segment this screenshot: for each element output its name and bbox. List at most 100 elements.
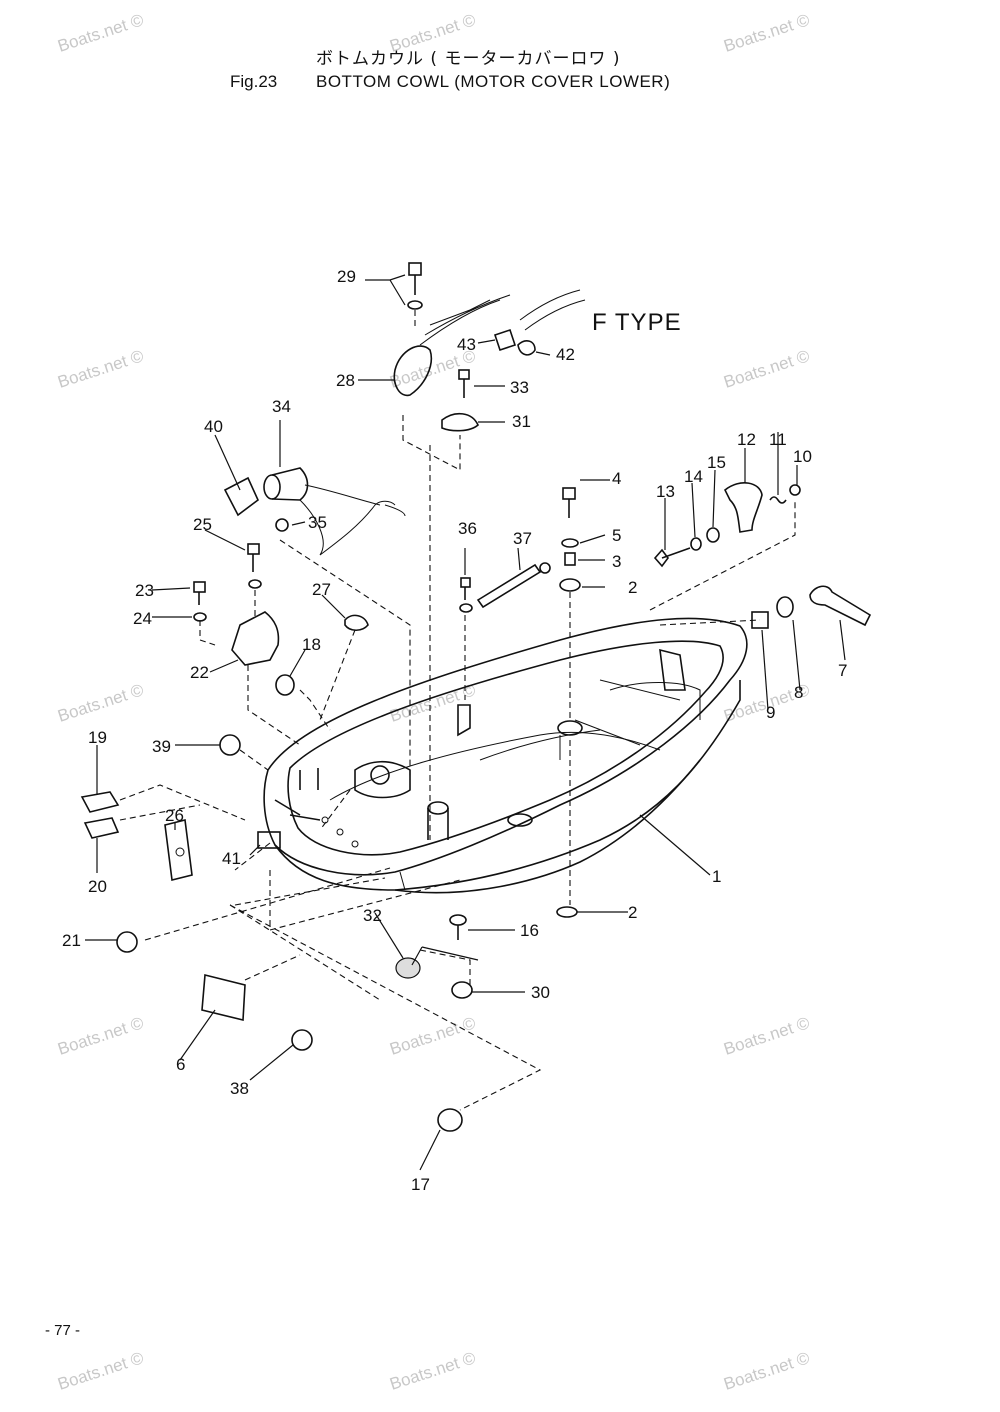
part-label-7: 7 [838, 661, 847, 680]
part-13-bolt [653, 547, 691, 568]
part-label-16: 16 [520, 921, 539, 940]
part-label-2: 2 [628, 903, 637, 922]
part-label-25: 25 [193, 515, 212, 534]
part-18-grommet [275, 674, 295, 696]
part-32-plug [395, 957, 421, 979]
part-label-6: 6 [176, 1055, 185, 1074]
part-label-3: 3 [612, 552, 621, 571]
part-label-38: 38 [230, 1079, 249, 1098]
figure-number: Fig.23 [230, 72, 278, 91]
part-21-plug [116, 931, 138, 953]
bottom-cowl-shell [263, 617, 748, 894]
part-6-label [201, 973, 246, 1022]
watermark-text: Boats.net © [721, 10, 812, 56]
watermark-text: Boats.net © [721, 346, 812, 392]
part-label-13: 13 [656, 482, 675, 501]
part-36-damper [476, 562, 551, 609]
part-35-nut [275, 518, 289, 532]
part-label-9: 9 [766, 703, 775, 722]
watermark-text: Boats.net © [55, 680, 146, 726]
part-14-washer [690, 537, 702, 551]
part-label-24: 24 [133, 609, 152, 628]
part-number-labels: 1223456789101112131415161718192021222324… [62, 267, 847, 1194]
part-label-26: 26 [165, 806, 184, 825]
part-37-screw [459, 577, 473, 613]
part-16-bolt [449, 914, 467, 940]
title-japanese: ボトムカウル ( モーターカバーロワ ) [316, 49, 621, 69]
part-34-switch [263, 467, 406, 556]
watermark-group: Boats.net © Boats.net © Boats.net © Boats.n… [55, 10, 812, 1394]
part-label-39: 39 [152, 737, 171, 756]
part-label-36: 36 [458, 519, 477, 538]
part-43-connector [493, 328, 517, 352]
leader-lines [85, 274, 846, 1171]
part-label-19: 19 [88, 728, 107, 747]
part-39-grommet [219, 734, 241, 756]
part-7-lever [809, 585, 872, 627]
watermark-text: Boats.net © [387, 10, 478, 56]
part-38-plug [291, 1029, 313, 1051]
part-10-washer [789, 484, 801, 496]
part-label-10: 10 [793, 447, 812, 466]
part-2-grommet-lower [556, 906, 578, 918]
part-23-bolt [193, 581, 206, 605]
part-label-42: 42 [556, 345, 575, 364]
part-29-bolt [407, 262, 423, 310]
part-label-12: 12 [737, 430, 756, 449]
title-english: BOTTOM COWL (MOTOR COVER LOWER) [316, 72, 671, 91]
part-8-nut [776, 596, 794, 618]
part-24-washer [193, 612, 207, 622]
part-label-33: 33 [510, 378, 529, 397]
part-label-20: 20 [88, 877, 107, 896]
part-label-43: 43 [457, 335, 476, 354]
part-11-spring [769, 496, 787, 504]
part-12-lever [723, 482, 763, 533]
part-label-30: 30 [531, 983, 550, 1002]
part-3-collar [564, 552, 576, 566]
part-17-plug [437, 1108, 463, 1132]
part-label-37: 37 [513, 529, 532, 548]
part-40-cover [223, 476, 259, 517]
part-label-22: 22 [190, 663, 209, 682]
part-label-4: 4 [612, 469, 621, 488]
part-label-28: 28 [336, 371, 355, 390]
part-5-washer [561, 538, 579, 548]
variant-label: F TYPE [592, 309, 682, 336]
part-label-17: 17 [411, 1175, 430, 1194]
page-number: - 77 - [45, 1322, 81, 1339]
part-label-32: 32 [363, 906, 382, 925]
part-25-bolt [247, 543, 262, 589]
part-label-11: 11 [769, 430, 787, 449]
watermark-text: Boats.net © [721, 1348, 812, 1394]
watermark-text: Boats.net © [55, 1013, 146, 1059]
part-label-31: 31 [512, 412, 531, 431]
part-41-block [257, 831, 281, 849]
watermark-text: Boats.net © [55, 346, 146, 392]
part-label-18: 18 [302, 635, 321, 654]
part-42-grommet [517, 340, 536, 356]
part-30-grommet [451, 981, 473, 999]
part-20-clamp [83, 817, 120, 839]
part-27-clip [344, 614, 369, 632]
watermark-text: Boats.net © [721, 1013, 812, 1059]
part-15-spacer [706, 527, 720, 543]
part-label-5: 5 [612, 526, 621, 545]
part-28-bracket [393, 345, 432, 397]
part-label-23: 23 [135, 581, 154, 600]
part-label-14: 14 [684, 467, 703, 486]
part-31-plate [441, 412, 479, 432]
part-label-35: 35 [308, 513, 327, 532]
part-label-41: 41 [222, 849, 241, 868]
part-label-2: 2 [628, 578, 637, 597]
part-4-bolt [562, 487, 576, 518]
part-2-grommet-upper [559, 578, 581, 592]
watermark-text: Boats.net © [387, 1348, 478, 1394]
watermark-text: Boats.net © [55, 1348, 146, 1394]
part-label-1: 1 [712, 867, 721, 886]
part-33-screw [458, 369, 470, 398]
part-19-clamp [80, 791, 120, 813]
part-label-34: 34 [272, 397, 291, 416]
part-22-bracket [231, 611, 280, 666]
